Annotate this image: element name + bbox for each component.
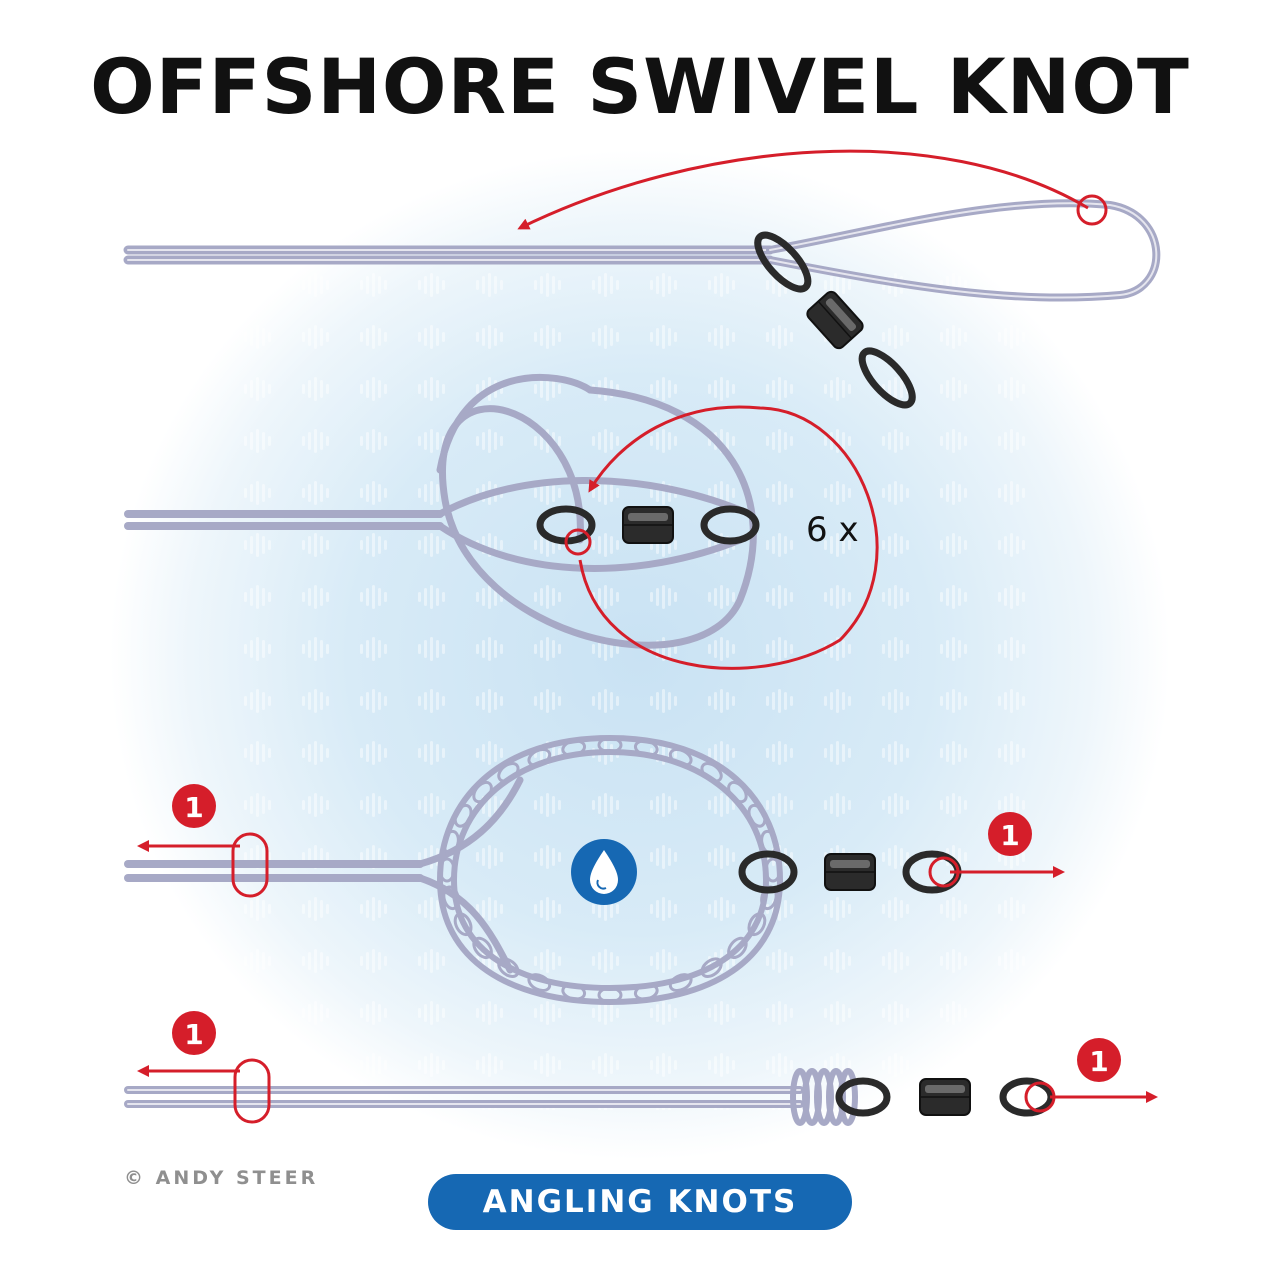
twist-mark xyxy=(727,936,748,960)
step-2-wrap-arrow xyxy=(578,405,879,670)
copyright-notice: © ANDY STEER xyxy=(124,1167,319,1189)
page-title: OFFSHORE SWIVEL KNOT xyxy=(90,42,1190,131)
step-3-line xyxy=(124,776,524,974)
twist-mark xyxy=(561,983,587,1001)
twist-mark xyxy=(497,762,520,783)
water-drop-icon xyxy=(571,839,637,905)
step-4-right-grip xyxy=(1024,1081,1056,1113)
svg-text:1: 1 xyxy=(1000,819,1019,852)
step-1-line xyxy=(123,199,1161,302)
svg-text:1: 1 xyxy=(184,1018,203,1051)
twist-mark xyxy=(747,912,767,937)
twist-mark xyxy=(472,780,493,804)
step-3-right-grip xyxy=(928,856,960,888)
step-2: 6 x xyxy=(124,374,879,670)
step-4-line xyxy=(124,1086,804,1108)
step-3-twist-marks xyxy=(438,736,782,1004)
twist-mark xyxy=(597,986,623,1004)
twist-mark xyxy=(442,829,460,855)
twist-mark xyxy=(700,957,723,978)
step-4-right-badge: 1 xyxy=(1077,1038,1121,1082)
svg-text:1: 1 xyxy=(184,791,203,824)
twist-mark xyxy=(497,957,520,978)
twist-mark xyxy=(764,857,782,883)
step-3-left-badge: 1 xyxy=(172,784,216,828)
background-pattern xyxy=(230,250,1050,1110)
step-1-swivel xyxy=(754,231,916,409)
twist-mark xyxy=(597,736,623,754)
twist-mark xyxy=(453,912,473,937)
step-4-left-badge: 1 xyxy=(172,1011,216,1055)
turns-label: 6 x xyxy=(806,510,859,550)
twist-mark xyxy=(633,983,659,1001)
twist-mark xyxy=(727,780,748,804)
twist-mark xyxy=(668,747,693,767)
twist-mark xyxy=(472,936,493,960)
twist-mark xyxy=(700,762,723,783)
brand-badge: ANGLING KNOTS xyxy=(428,1174,852,1230)
step-3-right-badge: 1 xyxy=(988,812,1032,856)
svg-text:1: 1 xyxy=(1089,1045,1108,1078)
twist-mark xyxy=(453,803,473,828)
step-1-marker-circle xyxy=(1076,194,1108,226)
step-3: 1 1 xyxy=(124,734,1065,1006)
twist-mark xyxy=(668,973,693,993)
step-2-marker-circle xyxy=(564,528,592,556)
twist-mark xyxy=(633,739,659,757)
step-1-direction-arrow xyxy=(517,149,1089,230)
twist-mark xyxy=(442,885,460,911)
twist-mark xyxy=(527,747,552,767)
twist-mark xyxy=(747,803,767,828)
step-1 xyxy=(123,149,1161,409)
step-4: 1 1 xyxy=(124,1011,1158,1126)
step-4-left-grip xyxy=(233,1058,271,1124)
step-3-left-grip xyxy=(231,832,269,898)
twist-mark xyxy=(561,739,587,757)
twist-mark xyxy=(527,973,552,993)
twist-mark xyxy=(438,857,456,883)
